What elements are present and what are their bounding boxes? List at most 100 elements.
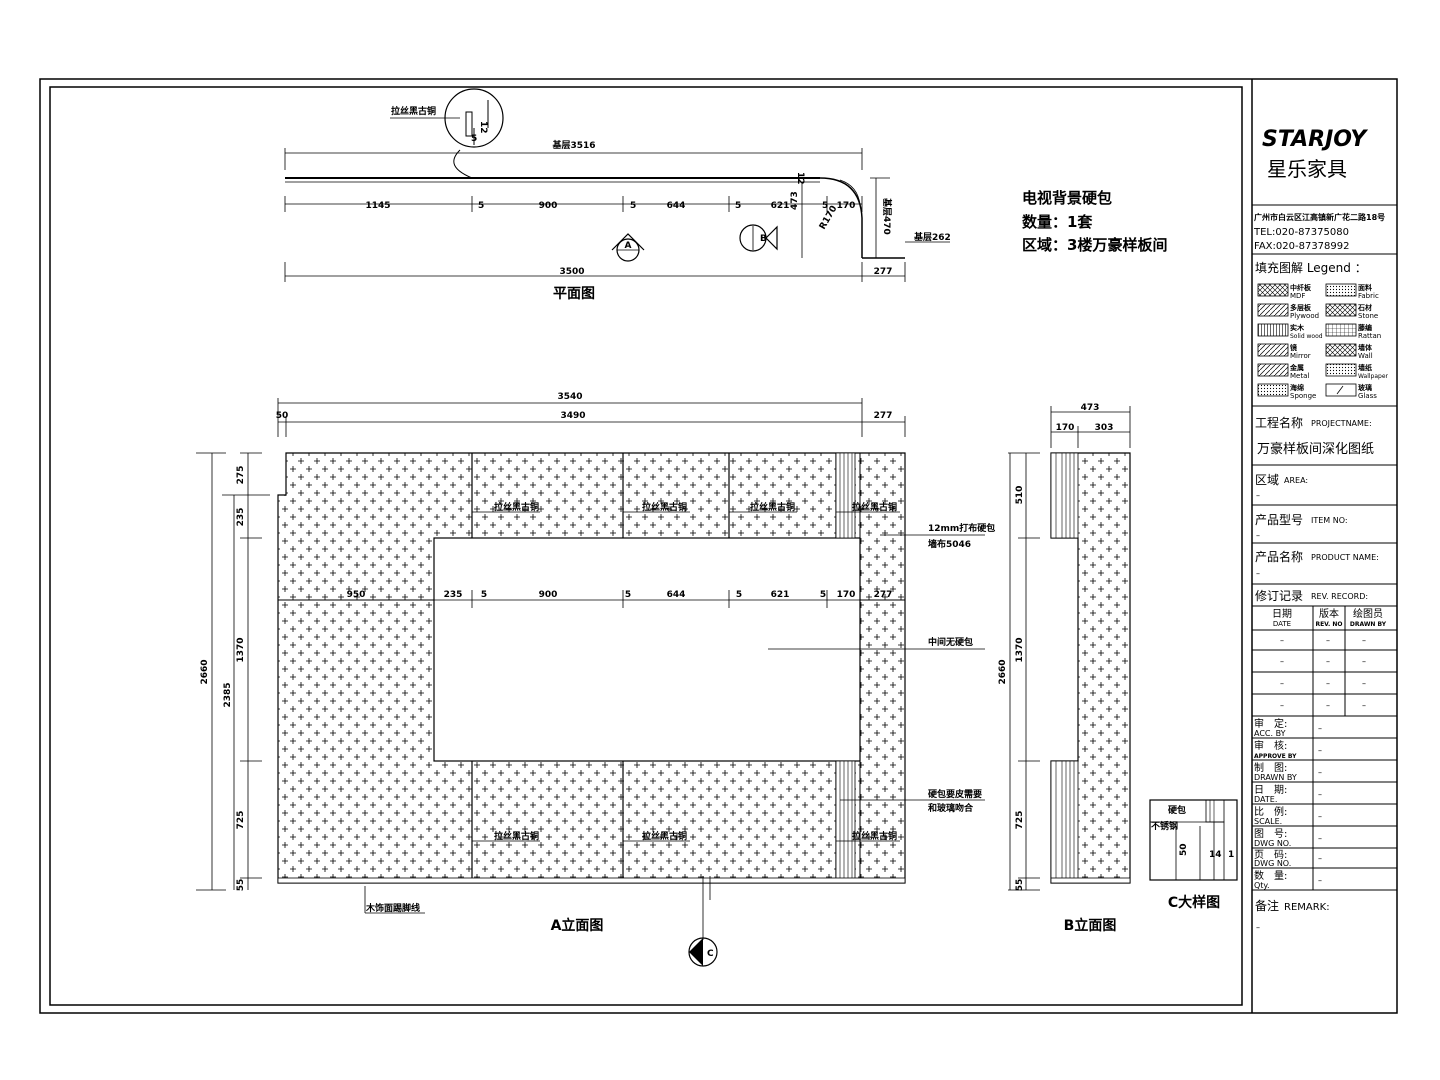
svg-text:Wallpaper: Wallpaper	[1358, 373, 1389, 380]
center-opening	[433, 537, 861, 762]
svg-text:644: 644	[667, 201, 686, 211]
svg-text:REV. NO: REV. NO	[1315, 621, 1342, 628]
svg-text:5: 5	[735, 201, 741, 211]
svg-text:拉丝黑古铜: 拉丝黑古铜	[852, 501, 897, 513]
brand-logo: STARJOY	[1262, 127, 1368, 152]
svg-text:拉丝黑古铜: 拉丝黑古铜	[642, 830, 687, 842]
svg-text:1370: 1370	[236, 637, 246, 662]
svg-text:–: –	[1326, 657, 1330, 666]
svg-text:170: 170	[837, 201, 856, 211]
svg-text:277: 277	[874, 590, 893, 600]
svg-text:–: –	[1280, 679, 1284, 688]
signoff-table: 审 定: ACC. BY – 审 核: APPROVE BY – 制 图: DR…	[1252, 716, 1397, 891]
outer-frame	[39, 78, 1398, 1014]
svg-text:产品型号: 产品型号	[1255, 513, 1303, 527]
svg-text:510: 510	[1015, 486, 1025, 505]
svg-text:中间无硬包: 中间无硬包	[928, 636, 973, 648]
svg-text:修订记录: 修订记录	[1255, 588, 1303, 603]
svg-text:金属: 金属	[1289, 363, 1304, 372]
svg-text:–: –	[1318, 724, 1322, 733]
svg-text:950: 950	[347, 590, 366, 600]
svg-text:–: –	[1318, 768, 1322, 777]
svg-text:镜: 镜	[1290, 343, 1297, 352]
svg-text:55: 55	[236, 879, 246, 892]
company-address: 广州市白云区江高镇新广花二路18号	[1254, 212, 1385, 222]
svg-text:–: –	[1318, 854, 1322, 863]
svg-text:5: 5	[736, 590, 742, 600]
svg-text:REMARK:: REMARK:	[1284, 902, 1330, 913]
svg-text:Plywood: Plywood	[1290, 312, 1319, 320]
svg-text:审 定:: 审 定:	[1254, 717, 1287, 730]
svg-text:–: –	[1256, 923, 1260, 932]
svg-text:多层板: 多层板	[1290, 303, 1312, 312]
svg-text:12: 12	[478, 121, 488, 134]
svg-text:APPROVE BY: APPROVE BY	[1254, 753, 1297, 760]
svg-text:Metal: Metal	[1290, 372, 1309, 380]
company-fax: FAX:020-87378992	[1254, 241, 1350, 252]
plan-detail-label: 拉丝黑古铜	[391, 105, 436, 117]
info-block: 电视背景硬包 数量：1套 区域：3楼万豪样板间	[1022, 189, 1167, 254]
svg-text:5: 5	[481, 590, 487, 600]
svg-text:–: –	[1280, 636, 1284, 645]
svg-text:页 码:: 页 码:	[1254, 849, 1287, 861]
svg-text:拉丝黑古铜: 拉丝黑古铜	[494, 501, 539, 513]
svg-text:PROJECTNAME:: PROJECTNAME:	[1311, 419, 1372, 428]
svg-text:日 期:: 日 期:	[1254, 784, 1287, 796]
svg-text:SCALE.: SCALE.	[1254, 817, 1282, 826]
svg-text:日期: 日期	[1272, 608, 1292, 620]
svg-text:900: 900	[539, 590, 558, 600]
detail-c-title: C大样图	[1168, 894, 1220, 911]
svg-text:不锈钢: 不锈钢	[1151, 820, 1178, 832]
project-name: 万豪样板间深化图纸	[1257, 441, 1374, 457]
svg-text:2660: 2660	[200, 659, 210, 684]
svg-text:区域: 区域	[1255, 473, 1279, 487]
company-tel: TEL:020-87375080	[1253, 227, 1349, 238]
svg-text:基层262: 基层262	[913, 231, 951, 243]
svg-text:473: 473	[790, 191, 800, 210]
elevation-b-title: B立面图	[1064, 917, 1117, 934]
svg-text:图 号:: 图 号:	[1254, 828, 1287, 840]
svg-text:621: 621	[771, 201, 790, 211]
svg-text:5: 5	[471, 134, 477, 144]
svg-text:ACC. BY: ACC. BY	[1254, 729, 1286, 738]
svg-text:藤编: 藤编	[1357, 323, 1372, 332]
svg-text:5: 5	[625, 590, 631, 600]
svg-text:Sponge: Sponge	[1290, 392, 1316, 400]
marker-a: A	[625, 241, 632, 251]
svg-text:1145: 1145	[365, 201, 390, 211]
svg-text:170: 170	[837, 590, 856, 600]
svg-text:工程名称: 工程名称	[1255, 415, 1303, 430]
svg-text:644: 644	[667, 590, 686, 600]
svg-text:拉丝黑古铜: 拉丝黑古铜	[642, 501, 687, 513]
svg-text:–: –	[1318, 834, 1322, 843]
svg-text:473: 473	[1081, 403, 1100, 413]
svg-text:55: 55	[1015, 879, 1025, 892]
svg-text:14: 14	[1209, 850, 1222, 860]
brand-cn-name: 星乐家具	[1267, 157, 1347, 181]
svg-text:621: 621	[771, 590, 790, 600]
info-line-1: 电视背景硬包	[1022, 189, 1112, 207]
svg-text:审 核:: 审 核:	[1254, 739, 1287, 752]
svg-text:数 量:: 数 量:	[1254, 869, 1287, 882]
svg-text:DWG NO.: DWG NO.	[1254, 839, 1291, 848]
svg-text:REV. RECORD:: REV. RECORD:	[1311, 592, 1368, 601]
svg-text:面料: 面料	[1358, 283, 1372, 292]
svg-text:277: 277	[874, 267, 893, 277]
svg-text:–: –	[1280, 657, 1284, 666]
svg-text:1370: 1370	[1015, 637, 1025, 662]
svg-text:12: 12	[795, 172, 805, 185]
svg-text:–: –	[1318, 790, 1322, 799]
title-block: STARJOY 星乐家具 广州市白云区江高镇新广花二路18号 TEL:020-8…	[1252, 127, 1397, 932]
elevation-a-title: A立面图	[551, 917, 604, 934]
svg-text:绘图员: 绘图员	[1353, 607, 1383, 620]
svg-text:制 图:: 制 图:	[1254, 761, 1287, 774]
svg-text:DATE: DATE	[1273, 620, 1291, 628]
svg-text:DATE.: DATE.	[1254, 795, 1277, 804]
svg-text:拉丝黑古铜: 拉丝黑古铜	[852, 830, 897, 842]
svg-text:Qty.: Qty.	[1254, 881, 1270, 890]
svg-text:和玻璃吻合: 和玻璃吻合	[927, 802, 974, 814]
svg-text:Fabric: Fabric	[1358, 292, 1379, 300]
svg-text:3490: 3490	[560, 411, 585, 421]
elevation-a: 3540 50 3490 277 950 235 5 900 5 644 5	[196, 392, 995, 967]
